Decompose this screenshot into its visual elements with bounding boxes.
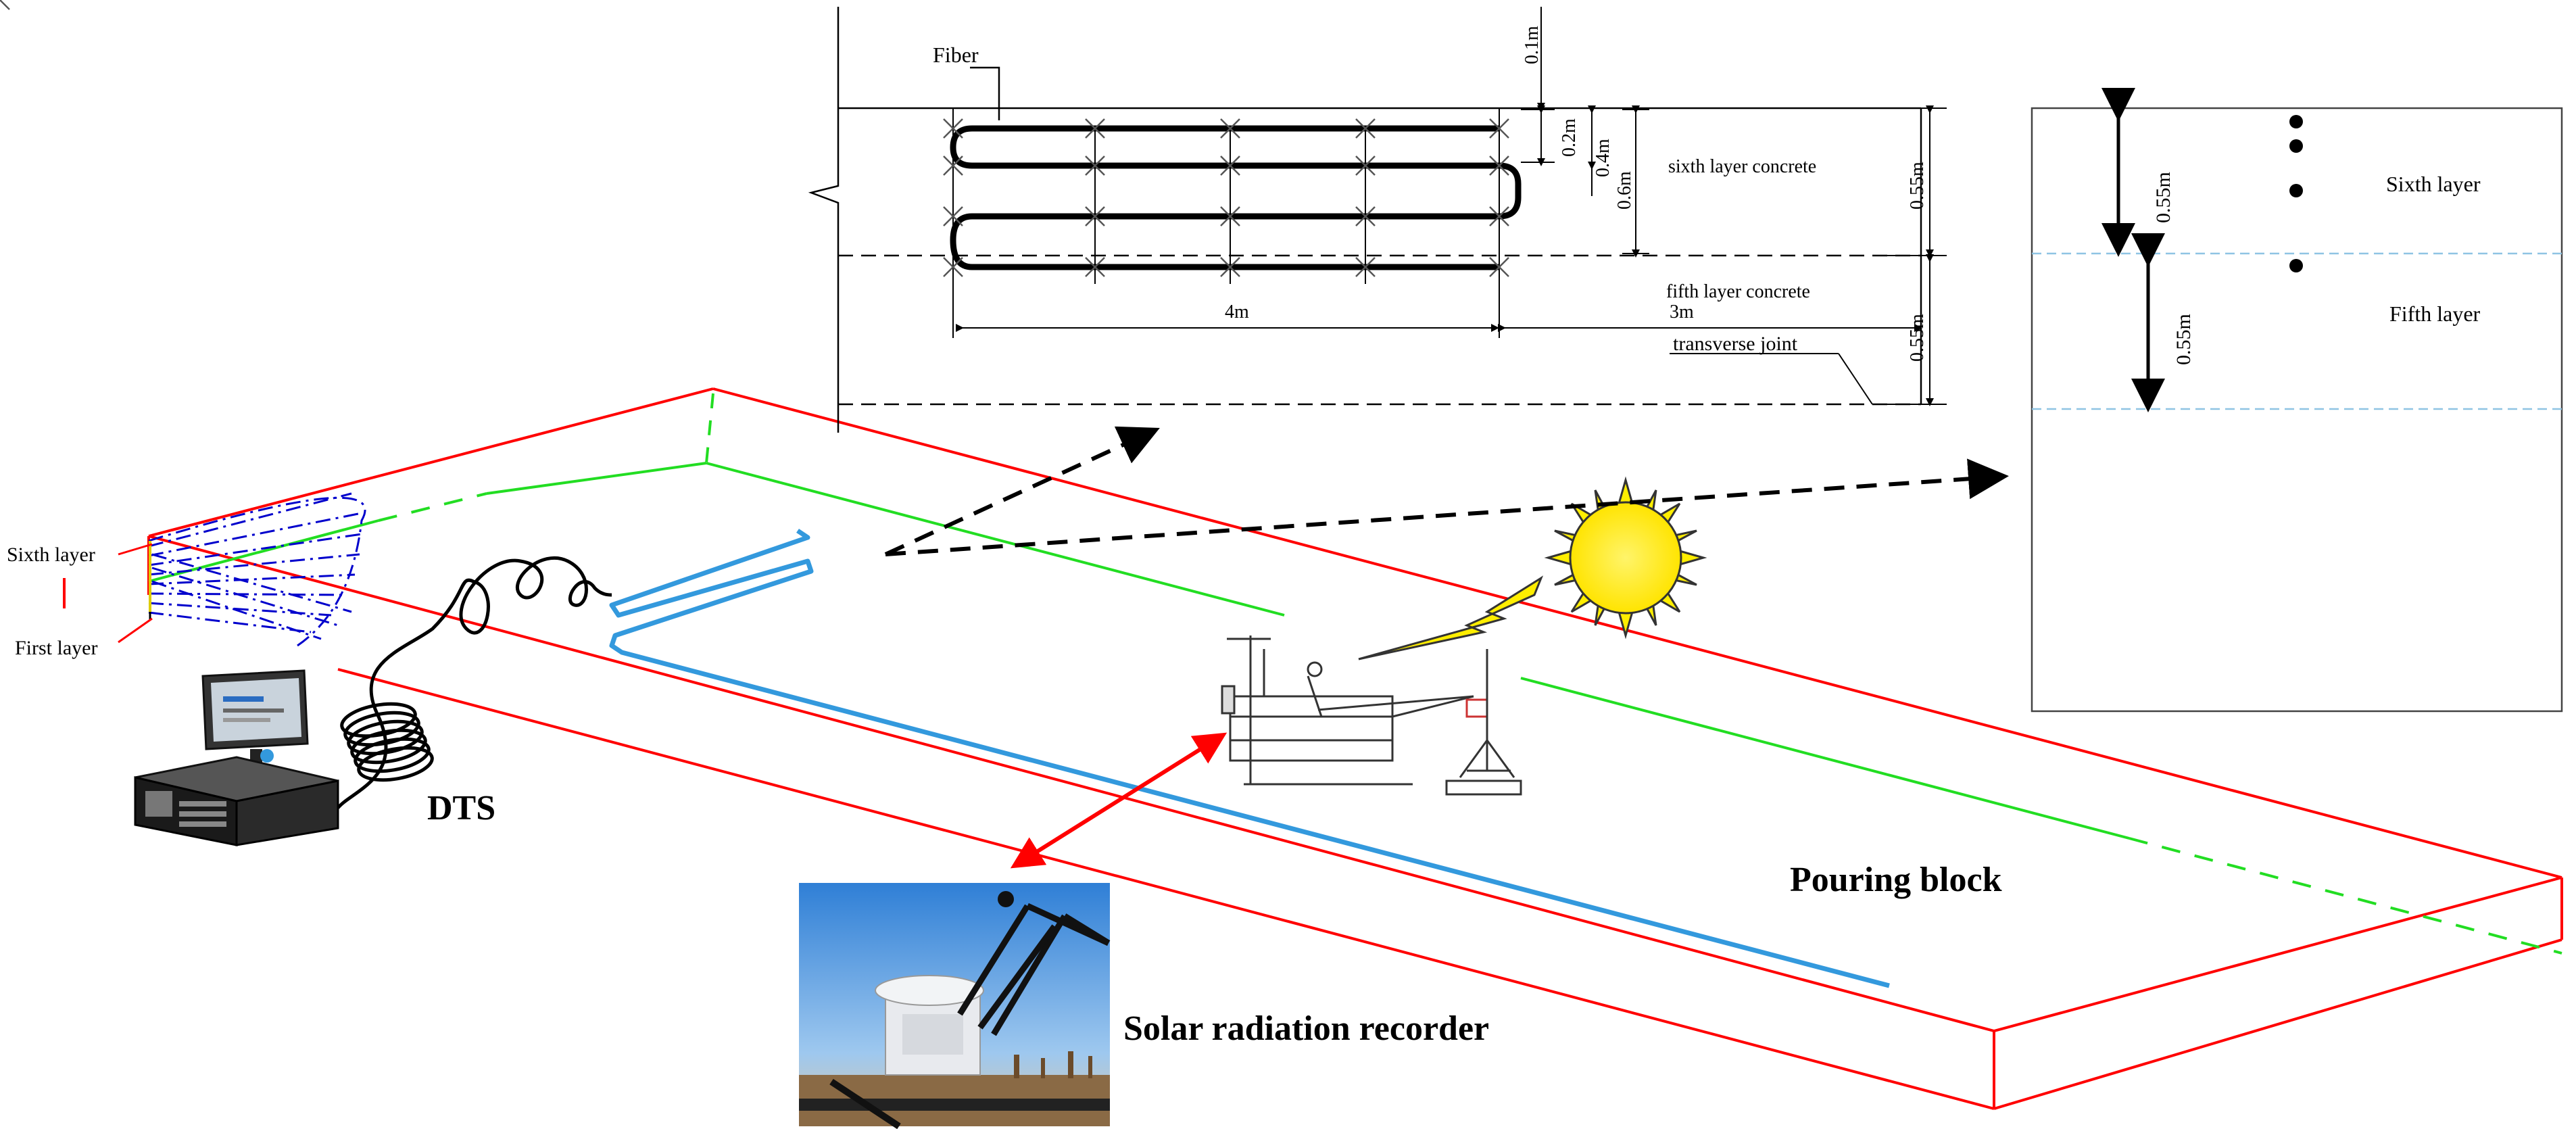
left-sixth-layer-label: Sixth layer [7,544,95,566]
transverse-joint-label: transverse joint [1673,333,1798,355]
pouring-block [147,387,2563,1110]
section-dim-bottom-label: 0.55m [2172,314,2195,365]
dts-device-icon [134,669,339,846]
dim-4m-label: 4m [1225,302,1249,322]
fiber-plan-detail: Fiber 4m 3m sixth layer concrete fifth l… [0,0,1947,433]
fiber-layout-on-block [609,529,1890,988]
solar-recorder-photo [799,883,1111,1129]
dim-0-1m-label: 0.1m [1522,26,1542,64]
lightning-icon [1358,575,1544,660]
fiber-cable-coil [337,556,612,809]
layer-section-view: 0.55m 0.55m Sixth layer Fifth layer [2031,88,2563,713]
sensor-points [2289,115,2303,272]
dim-0-4m-label: 0.4m [1593,139,1613,177]
weather-station-drawing [1221,635,1522,796]
arrow-to-section-view [885,458,2009,556]
dim-0-2m-label: 0.2m [1559,118,1580,157]
solar-recorder-label: Solar radiation recorder [1123,1009,1489,1048]
section-sixth-layer-label: Sixth layer [2386,172,2481,196]
dim-3m-label: 3m [1670,302,1694,322]
left-first-layer-label: First layer [15,637,97,659]
arrow-to-solar-recorder [1010,732,1228,869]
pouring-block-label: Pouring block [1790,861,2002,899]
dts-label: DTS [427,789,495,827]
section-fifth-layer-label: Fifth layer [2389,302,2481,326]
section-dim-top-label: 0.55m [2152,172,2174,223]
dim-0-6m-label: 0.6m [1614,171,1635,210]
dim-0-55m-bottom-label: 0.55m [1907,314,1928,362]
sixth-layer-concrete-label: sixth layer concrete [1668,156,1816,177]
fiber-label: Fiber [933,43,979,67]
fifth-layer-concrete-label: fifth layer concrete [1666,281,1810,302]
dim-0-55m-top-label: 0.55m [1907,162,1928,210]
arrow-to-plan-detail [884,426,1160,556]
sun-icon [1544,476,1707,640]
